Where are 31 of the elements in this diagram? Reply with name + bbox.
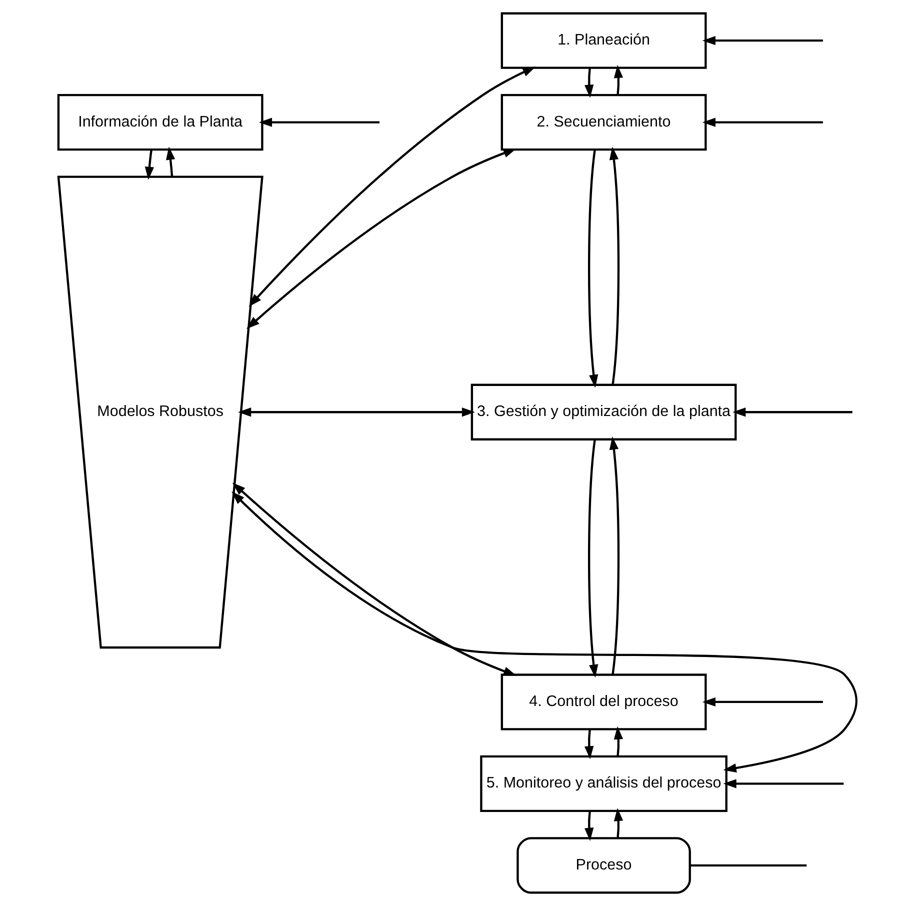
node-box: 2. Secuenciamiento <box>500 93 707 150</box>
arrow <box>732 407 852 416</box>
arrow <box>723 778 844 788</box>
arrow <box>232 482 517 676</box>
arrow <box>702 36 823 45</box>
arrow <box>588 439 598 678</box>
node-box: Información de la Planta <box>57 93 264 150</box>
arrow <box>584 810 594 840</box>
node-box: 5. Monitoreo y análisis del proceso <box>480 754 728 812</box>
connector <box>690 864 807 866</box>
arrow <box>232 491 858 772</box>
arrow <box>609 436 620 674</box>
arrow <box>166 146 176 176</box>
node-box: 3. Gestión y optimización de la planta <box>470 383 737 440</box>
node-box: 1. Planeación <box>500 12 707 68</box>
arrow <box>584 68 594 98</box>
arrow <box>614 807 624 838</box>
arrow <box>588 149 598 388</box>
arrow <box>702 696 823 706</box>
arrow <box>609 146 620 384</box>
arrow <box>614 726 624 756</box>
arrow <box>248 66 536 306</box>
node-box: Proceso <box>516 836 691 894</box>
arrow <box>702 117 823 126</box>
arrow <box>614 64 624 94</box>
arrow <box>584 728 594 759</box>
arrow <box>144 149 154 180</box>
arrow <box>246 148 517 328</box>
arrow <box>258 117 380 126</box>
node-box: 4. Control del proceso <box>500 673 707 730</box>
arrow <box>238 407 476 416</box>
